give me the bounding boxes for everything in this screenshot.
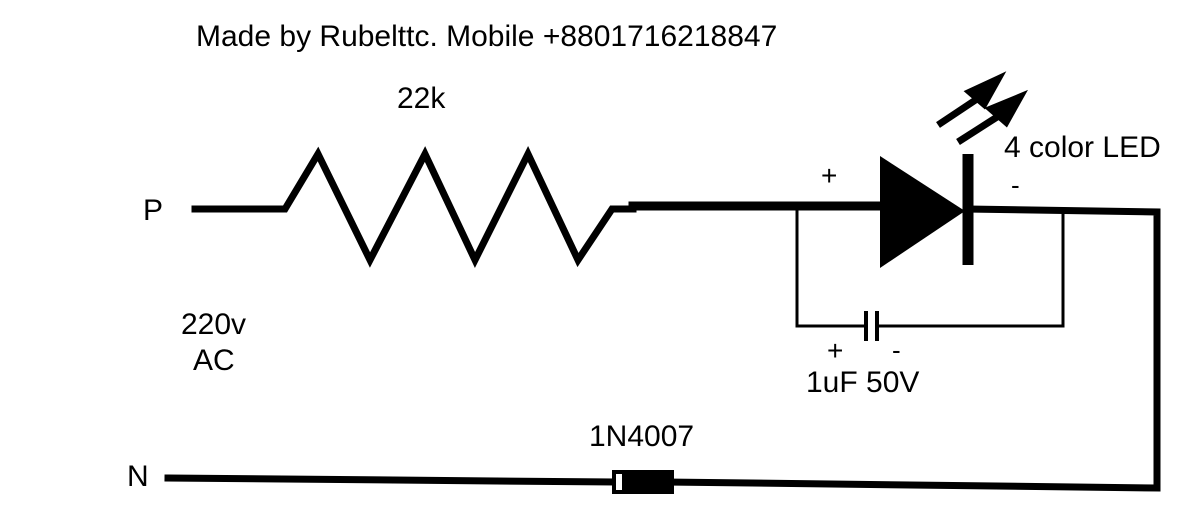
led-plus-label: + xyxy=(821,160,838,191)
resistor-value-label: 22k xyxy=(397,82,446,115)
source-type-label: AC xyxy=(193,344,235,377)
led-minus-label: - xyxy=(1011,170,1020,200)
credit-text: Made by Rubelttc. Mobile +8801716218847 xyxy=(196,20,778,53)
cap-branch-right xyxy=(876,207,1065,328)
diode-1n4007 xyxy=(612,470,674,494)
led-light-arrows xyxy=(936,71,1028,145)
wire-right xyxy=(664,205,1161,492)
capacitor-plus-label: + xyxy=(827,335,844,366)
led-symbol xyxy=(880,156,965,268)
source-voltage-label: 220v xyxy=(181,308,247,341)
capacitor-minus-label: - xyxy=(892,335,901,365)
cap-branch-left xyxy=(795,207,866,328)
diode-band xyxy=(616,474,622,490)
led-name-label: 4 color LED xyxy=(1004,131,1161,164)
wire-n xyxy=(164,474,616,486)
node-p-label: P xyxy=(143,194,164,227)
node-n-label: N xyxy=(127,460,149,493)
diode-name-label: 1N4007 xyxy=(589,420,695,453)
capacitor-value-label: 1uF 50V xyxy=(806,366,920,399)
resistor-22k xyxy=(191,145,637,269)
